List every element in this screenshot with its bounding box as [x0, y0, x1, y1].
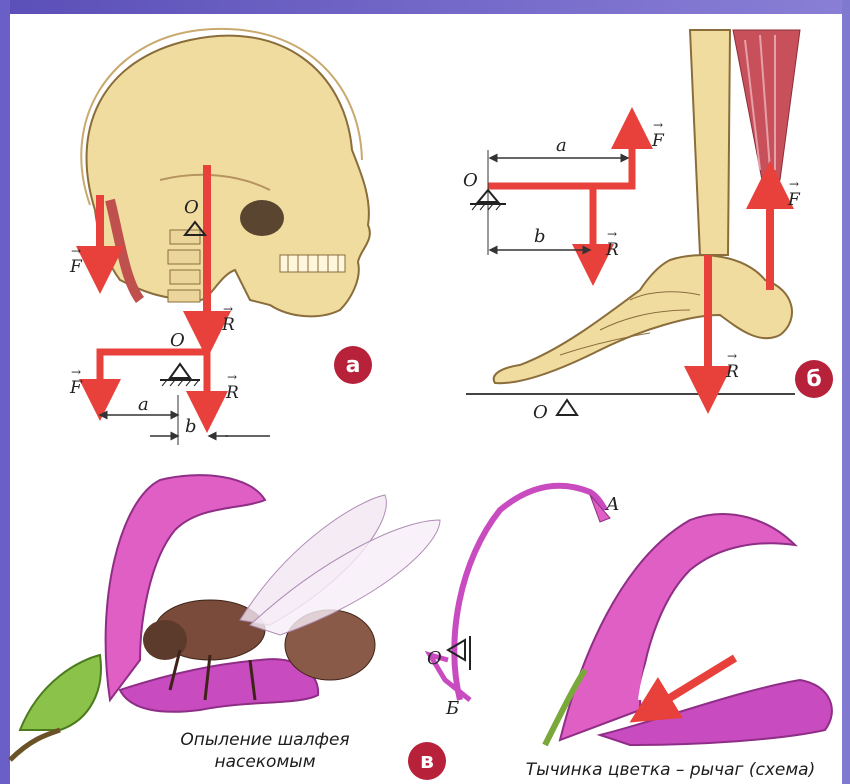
label-R-diagram-a: R	[226, 383, 239, 403]
label-A: А	[606, 494, 620, 515]
label-O-foot: O	[533, 402, 548, 423]
foot-bone-icon	[494, 30, 800, 383]
stamen-lever-icon	[430, 486, 832, 745]
label-O-skull: O	[184, 197, 199, 218]
label-F-foot: F	[788, 190, 800, 210]
caption-pollination-line2: насекомым	[150, 752, 380, 772]
label-F-diagram-a: F	[70, 378, 82, 398]
label-O-stamen: О	[427, 648, 442, 669]
label-R-skull: R	[222, 315, 235, 335]
label-F-lever-b: F	[652, 131, 664, 151]
label-O-diagram-a: O	[170, 330, 185, 351]
badge-b: б	[795, 360, 833, 398]
frame-left	[0, 0, 10, 784]
label-R-lever-b: R	[606, 240, 619, 260]
label-a-b: a	[556, 135, 567, 156]
label-O-lever-b: O	[463, 170, 478, 191]
badge-v: в	[408, 742, 446, 780]
label-F-skull: F	[70, 257, 82, 277]
skull-icon	[81, 29, 370, 316]
caption-stamen-lever: Тычинка цветка – рычаг (схема)	[498, 760, 843, 780]
frame-right	[842, 0, 850, 784]
label-R-foot: R	[726, 362, 739, 382]
badge-a: а	[334, 346, 372, 384]
frame-top	[0, 0, 850, 14]
caption-pollination-line1: Опыление шалфея	[150, 730, 380, 750]
label-a: a	[138, 394, 149, 415]
label-b-b: b	[534, 226, 546, 247]
label-B: Б	[446, 698, 459, 719]
label-b: b	[185, 416, 197, 437]
